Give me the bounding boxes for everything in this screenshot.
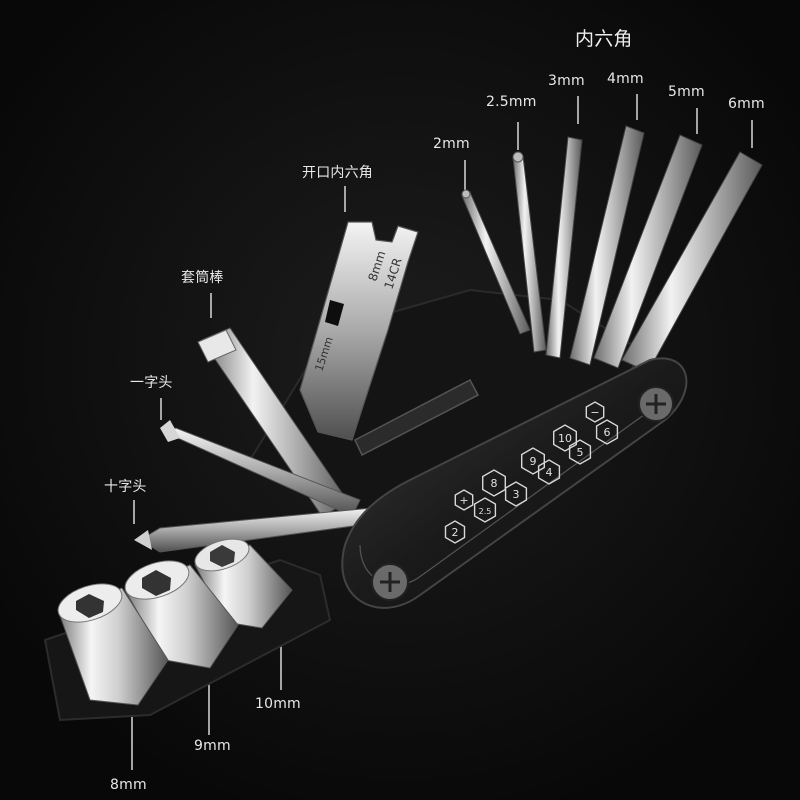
label-socket-9mm: 9mm [194,738,231,754]
handle-marking-badge: + [454,489,474,511]
handle-marking-text: 9 [530,455,537,468]
hex-keys [461,125,763,373]
socket-8mm [57,583,169,706]
handle-marking-badge: 9 [521,447,545,475]
handle-marking-text: + [459,494,468,507]
hex-key-2-5mm [512,151,547,353]
handle-marking-badge: 5 [568,439,592,465]
hex-key-4mm [569,125,645,366]
handle-marking-text: − [590,406,599,419]
handle-marking-badge: 2 [444,520,466,544]
handle-marking-badge: 10 [553,424,577,452]
label-socket-8mm: 8mm [110,777,147,793]
label-socket-bar: 套筒棒 [181,270,224,286]
handle-marking-text: 5 [577,446,584,459]
label-6mm: 6mm [728,96,765,112]
hex-key-2mm [461,189,531,335]
handle-marking-badge: − [585,401,605,423]
socket-9mm [124,560,239,669]
label-2-5mm: 2.5mm [486,94,537,110]
handle-marking-text: 2.5 [479,507,492,516]
label-5mm: 5mm [668,84,705,100]
handle-marking-badge: 8 [482,469,506,497]
flat-head-screwdriver [160,420,361,517]
handle-marking-text: 4 [546,466,553,479]
handle-marking-text: 10 [558,432,572,445]
socket-bar [197,327,349,517]
label-4mm: 4mm [607,71,644,87]
hex-key-3mm [545,136,583,359]
hex-key-5mm [593,134,703,369]
handle-markings: 2 2.5 3 4 5 6 8 9 10 + − [444,401,619,544]
label-hex-keys: 内六角 [575,28,633,50]
handle-marking-text: 6 [604,426,611,439]
handle-marking-badge: 6 [595,419,619,445]
handle-marking-badge: 2.5 [473,497,497,523]
label-phillips-head: 十字头 [104,479,147,495]
handle-marking-text: 3 [513,488,520,501]
handle-slot [354,378,480,457]
label-open-wrench: 开口内六角 [302,165,373,181]
label-flat-head: 一字头 [130,375,173,391]
handle-marking-badge: 4 [537,459,561,485]
label-socket-10mm: 10mm [255,696,301,712]
open-end-wrench: 8mm 14CR 15mm [299,221,419,441]
label-2mm: 2mm [433,136,470,152]
handle-marking-text: 8 [491,477,498,490]
label-3mm: 3mm [548,73,585,89]
handle-marking-text: 2 [452,526,459,539]
